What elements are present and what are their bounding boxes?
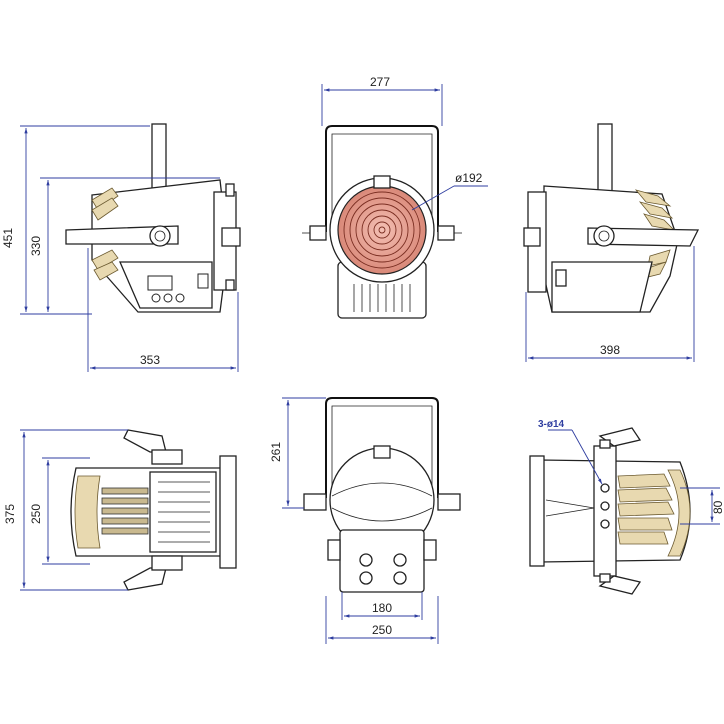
dimension-277: 277 <box>321 75 443 126</box>
dim-text-180: 180 <box>372 601 392 615</box>
dimension-375: 375 <box>3 429 128 591</box>
dim-text-398: 398 <box>600 343 620 357</box>
yoke-u-rear <box>325 397 439 498</box>
knob-right <box>437 225 455 241</box>
panel-button-1 <box>151 293 161 303</box>
side-view-left: 451 330 353 <box>1 123 241 372</box>
panel-button-2 <box>163 293 173 303</box>
dim-text-375: 375 <box>3 504 17 524</box>
cooling-fins-detail <box>617 473 675 545</box>
dimension-3-14: 3-ø14 <box>538 419 603 485</box>
dimension-261: 261 <box>269 397 326 509</box>
dimension-353: 353 <box>87 248 239 372</box>
display-screen <box>147 275 173 291</box>
dim-text-80: 80 <box>711 500 724 514</box>
connector-3 <box>359 571 373 585</box>
rear-knob-left <box>303 493 327 511</box>
yoke-bar-detail <box>593 445 617 577</box>
dimension-250-top: 250 <box>29 457 90 565</box>
dim-text-330: 330 <box>29 236 43 256</box>
fresnel-lens <box>337 185 427 275</box>
dim-text-261: 261 <box>269 442 283 462</box>
fresnel-rings <box>343 191 421 269</box>
top-clip <box>373 175 391 189</box>
connector-1 <box>359 553 373 567</box>
connector-4 <box>393 571 407 585</box>
connector-2 <box>393 553 407 567</box>
dimension-80: 80 <box>680 487 724 525</box>
handle-bar-right <box>587 227 700 247</box>
rear-knob-right <box>437 493 461 511</box>
dimension-451: 451 <box>1 125 150 315</box>
dimension-192: ø192 <box>411 171 488 211</box>
dim-text-250-top: 250 <box>29 504 43 524</box>
dim-text-451: 451 <box>1 228 15 248</box>
side-view-right: 398 <box>523 123 700 362</box>
knob-left <box>309 225 327 241</box>
dimension-180: 180 <box>341 592 423 620</box>
dim-text-353: 353 <box>140 353 160 367</box>
rear-view: 261 180 250 <box>269 397 461 644</box>
dim-text-3-14: 3-ø14 <box>538 419 565 430</box>
mount-hole-1 <box>600 483 610 493</box>
dimension-330: 330 <box>29 177 220 312</box>
mount-hole-3 <box>600 519 610 529</box>
panel-button-3 <box>175 293 185 303</box>
yoke-detail-view: 3-ø14 80 <box>529 419 724 595</box>
cooling-fins-top <box>101 487 149 535</box>
mount-hole-2 <box>600 501 610 511</box>
dim-text-192: ø192 <box>455 171 483 185</box>
rear-panel <box>339 529 425 593</box>
yoke-u <box>325 125 439 232</box>
dimension-398: 398 <box>525 246 695 362</box>
lens-front-top <box>219 455 237 569</box>
dimension-250-rear: 250 <box>325 596 439 644</box>
yoke-knob <box>149 225 171 247</box>
dim-text-250-rear: 250 <box>372 623 392 637</box>
front-view: 277 ø192 <box>302 75 488 319</box>
handle-bottom <box>123 567 167 591</box>
dim-text-277: 277 <box>370 75 390 89</box>
cooling-fins-left <box>91 187 119 281</box>
handle-top <box>123 429 167 453</box>
yoke-knob-right <box>593 225 615 247</box>
top-view: 375 250 <box>3 429 237 591</box>
